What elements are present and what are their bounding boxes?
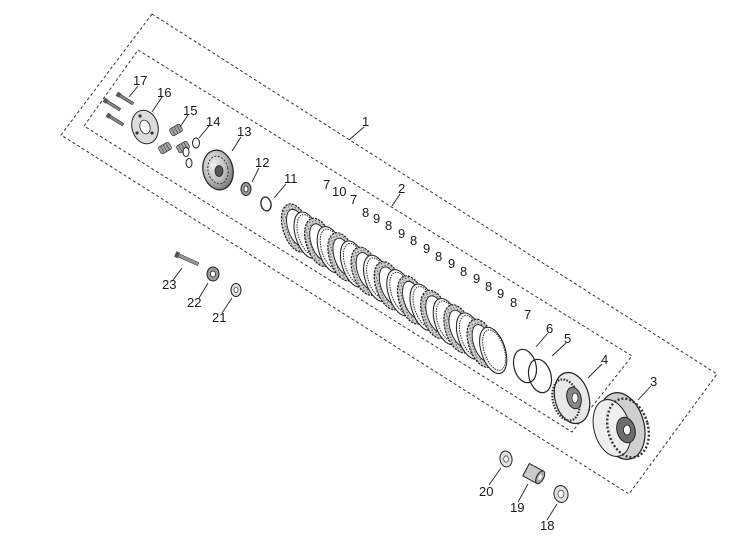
callout-3: 3 (650, 374, 657, 389)
callout-17: 17 (133, 73, 147, 88)
callout-20: 20 (479, 484, 493, 499)
callout-7: 7 (350, 192, 357, 207)
callout-9: 9 (473, 271, 480, 286)
callout-19: 19 (510, 500, 524, 515)
clutch-hub-4 (551, 371, 591, 425)
bushing-19 (522, 462, 546, 485)
assembly-outline-inner (83, 49, 633, 433)
bolt-23 (174, 251, 200, 266)
callout-8: 8 (460, 264, 467, 279)
callout-8: 8 (362, 205, 369, 220)
callout-23: 23 (162, 277, 176, 292)
callout-16: 16 (157, 85, 171, 100)
callout-12: 12 (255, 155, 269, 170)
circlip-11 (260, 196, 272, 212)
bearing-12 (240, 182, 252, 196)
callout-14: 14 (206, 114, 220, 129)
callout-6: 6 (546, 321, 553, 336)
steel-plate (479, 326, 508, 375)
callout-15: 15 (183, 103, 197, 118)
pressure-plate-13 (202, 149, 234, 191)
washer-21 (230, 283, 242, 297)
callout-8: 8 (385, 218, 392, 233)
leader-lines (128, 85, 652, 521)
callout-7: 7 (323, 177, 330, 192)
bolt-17 (102, 91, 135, 127)
callout-8: 8 (435, 249, 442, 264)
callout-9: 9 (373, 211, 380, 226)
callout-8: 8 (485, 279, 492, 294)
callout-7: 7 (524, 307, 531, 322)
callout-9: 9 (423, 241, 430, 256)
callout-10: 10 (332, 184, 346, 199)
callout-4: 4 (601, 352, 608, 367)
callout-21: 21 (212, 310, 226, 325)
callout-22: 22 (187, 295, 201, 310)
callout-2: 2 (398, 181, 405, 196)
washer-20 (499, 450, 513, 468)
spring-15 (158, 123, 190, 155)
callout-9: 9 (448, 256, 455, 271)
clutch-plate-stack (280, 203, 508, 375)
callout-1: 1 (362, 114, 369, 129)
washer-18 (553, 485, 569, 503)
bearing-22 (206, 266, 220, 282)
ring-5 (527, 358, 553, 394)
washer-14 (182, 137, 200, 168)
callout-18: 18 (540, 518, 554, 533)
callout-8: 8 (410, 233, 417, 248)
callout-8: 8 (510, 295, 517, 310)
wire-ring-6 (512, 348, 538, 384)
callout-11: 11 (284, 171, 298, 186)
callout-9: 9 (398, 226, 405, 241)
callout-13: 13 (237, 124, 251, 139)
clutch-basket-3 (592, 392, 651, 460)
callout-9: 9 (497, 286, 504, 301)
callout-5: 5 (564, 331, 571, 346)
callout-labels: 1 2 3 4 5 6 7 7 7 10 8 9 8 9 8 9 8 9 8 9… (133, 73, 657, 533)
assembly-outline-outer (60, 13, 718, 495)
lifter-plate-16 (131, 109, 159, 145)
